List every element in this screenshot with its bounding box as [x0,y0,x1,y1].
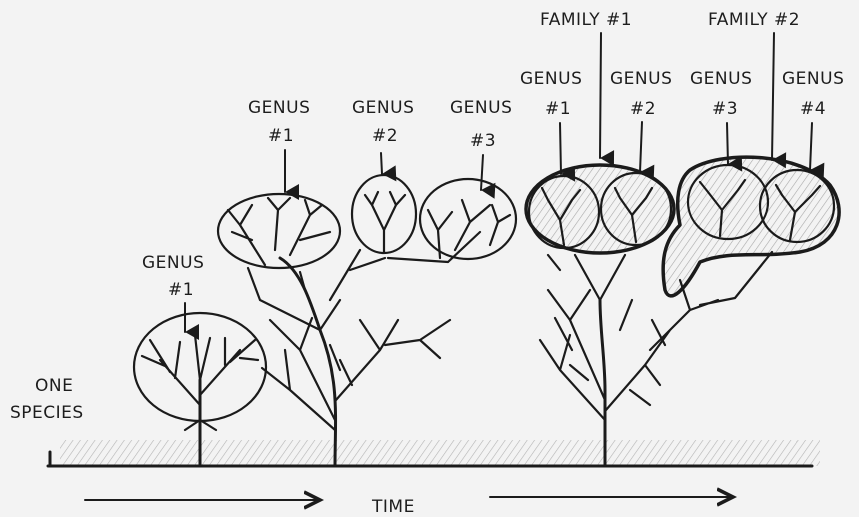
stage1-genus-number: #1 [168,280,194,300]
stage3-tree [526,157,839,466]
time-label: TIME [371,497,415,517]
one-species-label-line1: ONE [35,376,73,396]
ground-hatching [60,440,820,466]
stage2-genus3-label: GENUS [450,98,512,118]
stage3-genus3-label: GENUS [690,69,752,89]
stage1-genus-label: GENUS [142,253,204,273]
stage3-genus4-label: GENUS [782,69,844,89]
stage3-genus2-label: GENUS [610,69,672,89]
family1-label: FAMILY #1 [540,10,632,30]
family2-shading [663,157,839,296]
stage2-genus1-label: GENUS [248,98,310,118]
stage3-genus1-label: GENUS [520,69,582,89]
one-species-label-line2: SPECIES [10,403,84,423]
stage3-genus4-number: #4 [800,99,826,119]
stage2-tree [218,175,516,466]
stage2-genus3-number: #3 [470,131,496,151]
stage3-genus3-number: #3 [712,99,738,119]
stage3-genus2-number: #2 [630,99,656,119]
stage2-genus1-number: #1 [268,126,294,146]
stage2-genus2-label: GENUS [352,98,414,118]
stage3-genus1-number: #1 [545,99,571,119]
stage2-genus2-number: #2 [372,126,398,146]
family2-label: FAMILY #2 [708,10,800,30]
